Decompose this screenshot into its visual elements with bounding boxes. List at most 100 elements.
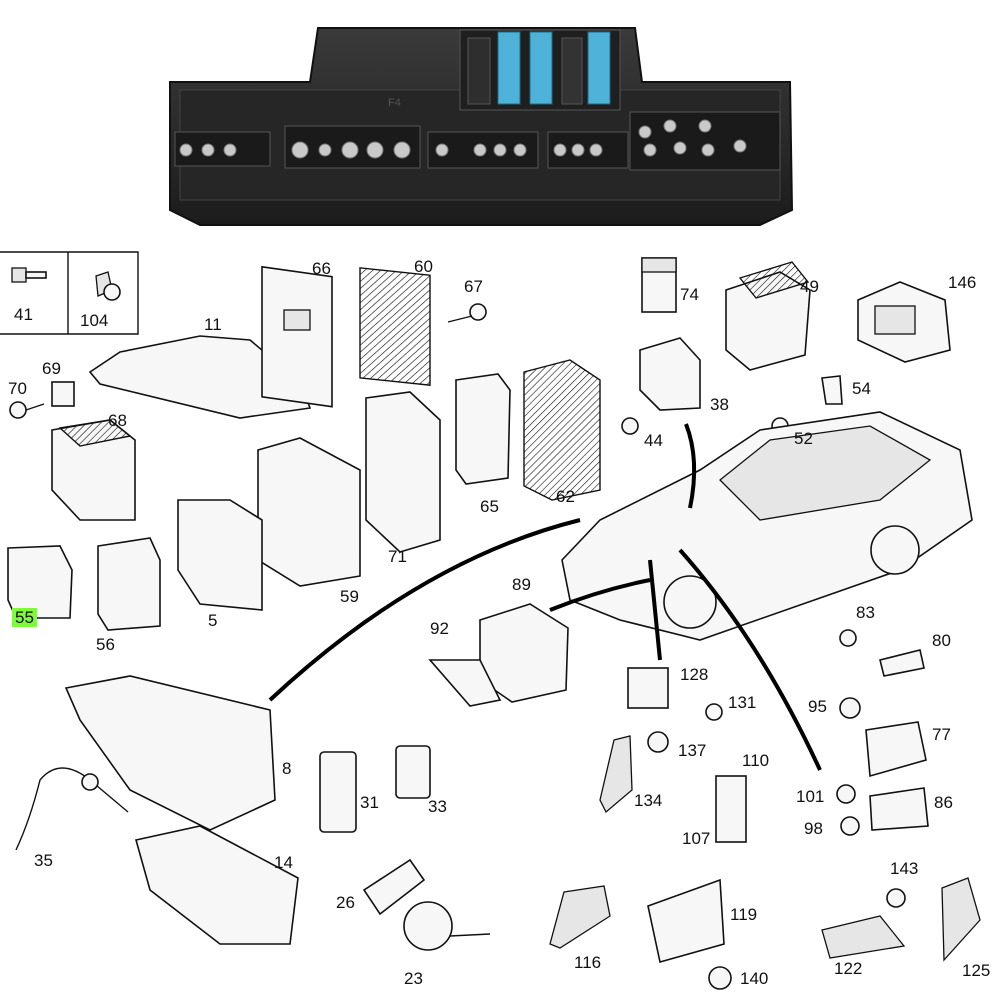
cover-86 bbox=[869, 787, 929, 831]
holder-38 bbox=[639, 337, 701, 411]
leader-128 bbox=[648, 559, 662, 661]
module-65 bbox=[455, 373, 511, 485]
callout-8: 8 bbox=[282, 759, 292, 778]
callout-5: 5 bbox=[208, 611, 218, 630]
strip-80 bbox=[879, 649, 925, 677]
callout-146: 146 bbox=[948, 273, 977, 292]
callout-125: 125 bbox=[962, 961, 991, 980]
callout-35: 35 bbox=[34, 851, 53, 870]
relay-74 bbox=[641, 257, 677, 313]
part-60-module bbox=[359, 267, 431, 386]
callout-31: 31 bbox=[360, 793, 379, 812]
leader-89 bbox=[549, 578, 651, 612]
socket-146 bbox=[857, 281, 951, 363]
bracket-92 bbox=[428, 659, 502, 707]
callout-67: 67 bbox=[464, 277, 483, 296]
switch-107 bbox=[715, 775, 747, 843]
screw-131 bbox=[705, 703, 723, 721]
bracket-119 bbox=[647, 878, 725, 964]
connector-pins bbox=[174, 111, 781, 171]
bracket-134 bbox=[599, 735, 633, 814]
bolt-104 bbox=[95, 271, 121, 301]
callout-89: 89 bbox=[512, 575, 531, 594]
callout-101: 101 bbox=[796, 787, 825, 806]
callout-83: 83 bbox=[856, 603, 875, 622]
callout-56: 56 bbox=[96, 635, 115, 654]
grommet-95 bbox=[839, 697, 861, 719]
callout-74: 74 bbox=[680, 285, 699, 304]
embossed-label: F4 bbox=[388, 97, 401, 109]
callout-70: 70 bbox=[8, 379, 27, 398]
callout-122: 122 bbox=[834, 959, 863, 978]
callout-137: 137 bbox=[678, 741, 707, 760]
bolt-41 bbox=[11, 267, 47, 283]
fuse-blue-3 bbox=[587, 31, 611, 105]
unit-49 bbox=[725, 261, 811, 371]
grommet-98 bbox=[840, 816, 860, 836]
callout-80: 80 bbox=[932, 631, 951, 650]
callout-68: 68 bbox=[108, 411, 127, 430]
fuse-blue-2 bbox=[529, 31, 553, 105]
bracket-69 bbox=[51, 381, 75, 407]
callout-26: 26 bbox=[336, 893, 355, 912]
callout-95: 95 bbox=[808, 697, 827, 716]
leader-8 bbox=[268, 518, 581, 702]
callout-119: 119 bbox=[730, 905, 758, 924]
bracket-116 bbox=[549, 885, 611, 949]
callout-62: 62 bbox=[556, 487, 575, 506]
callout-14: 14 bbox=[274, 853, 293, 872]
cable-35 bbox=[15, 767, 129, 851]
module-59 bbox=[257, 437, 361, 587]
part-66-module bbox=[261, 265, 333, 408]
fuse-empty bbox=[561, 37, 583, 105]
callout-33: 33 bbox=[428, 797, 447, 816]
cap-31 bbox=[319, 751, 357, 833]
fuse-bank bbox=[459, 29, 621, 111]
board-56 bbox=[97, 537, 161, 631]
fuse-blue-1 bbox=[497, 31, 521, 105]
callout-44: 44 bbox=[644, 431, 663, 450]
callout-69: 69 bbox=[42, 359, 61, 378]
leader-101 bbox=[678, 548, 822, 771]
callout-23: 23 bbox=[404, 969, 423, 988]
callout-65: 65 bbox=[480, 497, 499, 516]
callout-60: 60 bbox=[414, 257, 433, 276]
holder-55 bbox=[7, 545, 73, 619]
cap-33 bbox=[395, 745, 431, 799]
callout-55: 55 bbox=[12, 608, 37, 627]
sensor-128 bbox=[627, 667, 669, 709]
leader-38 bbox=[684, 423, 697, 509]
unit-68 bbox=[51, 419, 136, 521]
callout-86: 86 bbox=[934, 793, 953, 812]
callout-104: 104 bbox=[80, 311, 109, 330]
callout-92: 92 bbox=[430, 619, 449, 638]
housing-14 bbox=[135, 825, 299, 945]
callout-134: 134 bbox=[634, 791, 663, 810]
fastener-box bbox=[0, 251, 139, 335]
nut-140 bbox=[708, 966, 732, 990]
module-photo: F4 bbox=[169, 27, 794, 226]
module-71 bbox=[365, 391, 441, 553]
grommet-101 bbox=[836, 784, 856, 804]
box-77 bbox=[865, 721, 927, 778]
tray-8 bbox=[64, 675, 276, 831]
bracket-5 bbox=[177, 499, 263, 611]
callout-140: 140 bbox=[740, 969, 769, 988]
screw-67 bbox=[447, 303, 487, 323]
callout-107: 107 bbox=[682, 829, 711, 848]
callout-66: 66 bbox=[312, 259, 331, 278]
callout-128: 128 bbox=[680, 665, 709, 684]
callout-131: 131 bbox=[728, 693, 757, 712]
callout-54: 54 bbox=[852, 379, 871, 398]
bracket-122 bbox=[821, 915, 906, 959]
callout-77: 77 bbox=[932, 725, 951, 744]
module-62 bbox=[523, 359, 601, 501]
screw-83 bbox=[839, 629, 857, 647]
pump-23 bbox=[403, 901, 491, 951]
callout-38: 38 bbox=[710, 395, 729, 414]
car-outline bbox=[561, 411, 973, 641]
bracket-125 bbox=[941, 877, 981, 962]
screw-44 bbox=[621, 417, 639, 435]
callout-116: 116 bbox=[574, 953, 602, 972]
